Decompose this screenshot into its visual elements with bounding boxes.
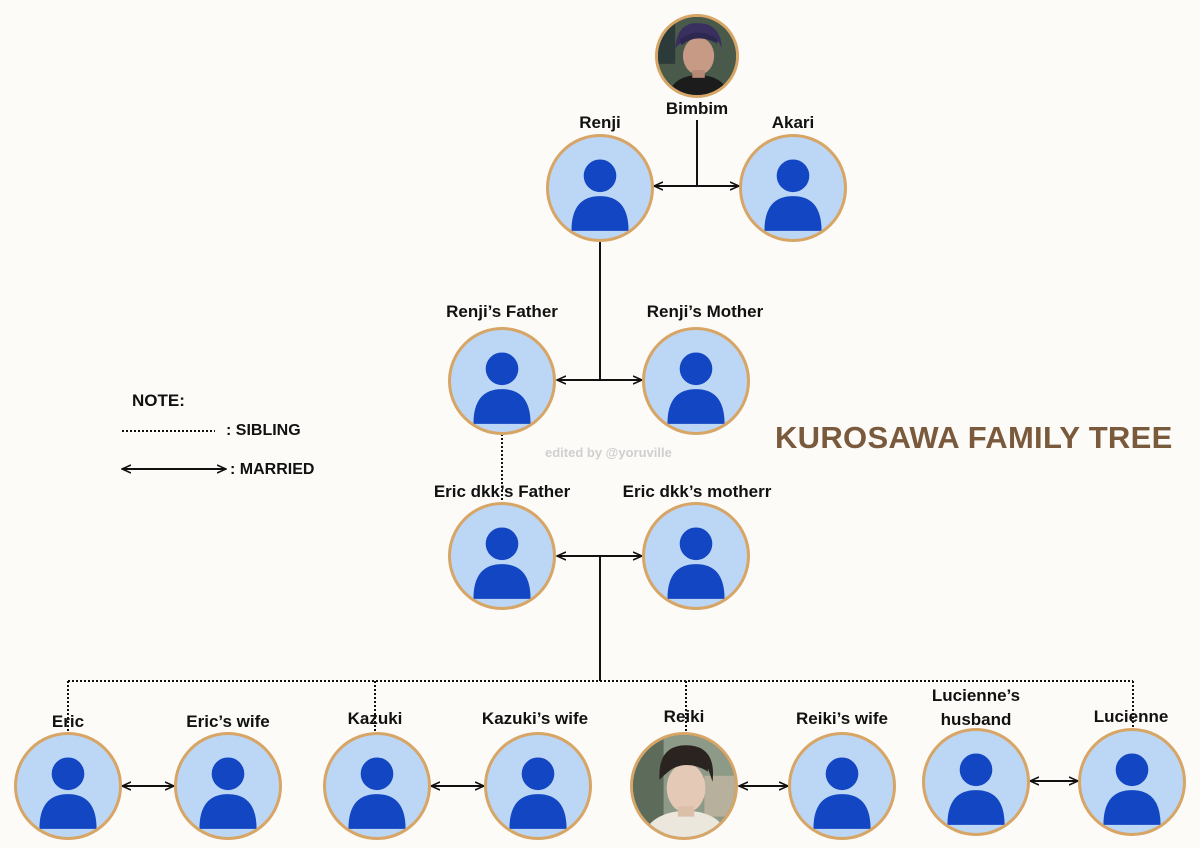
person-icon	[473, 527, 531, 599]
legend-heading: NOTE:	[132, 391, 185, 410]
avatar-renji-father	[448, 327, 556, 435]
avatar-eric-father	[448, 502, 556, 610]
avatar-bimbim	[655, 14, 739, 98]
credit-watermark: edited by @yoruville	[545, 445, 672, 460]
person-icon	[947, 753, 1005, 825]
label-reiki-wife: Reiki’s wife	[796, 709, 888, 728]
label-renji: Renji	[579, 113, 621, 132]
person-icon	[39, 757, 97, 829]
person-icon	[199, 757, 257, 829]
avatar-kazuki	[323, 732, 431, 840]
person-icon	[473, 352, 531, 424]
person-icon	[1103, 753, 1161, 825]
avatar-reiki	[630, 732, 738, 840]
person-icon	[348, 757, 406, 829]
label-renji-mother: Renji’s Mother	[646, 302, 764, 321]
avatar-eric-wife	[174, 732, 282, 840]
person-icon	[667, 527, 725, 599]
portrait-bimbim-icon	[658, 17, 736, 95]
avatar-lucienne	[1078, 728, 1186, 836]
person-icon	[813, 757, 871, 829]
avatar-renji-mother	[642, 327, 750, 435]
portrait-reiki-icon	[633, 735, 735, 837]
person-icon	[667, 352, 725, 424]
label-bimbim: Bimbim	[665, 99, 729, 118]
label-renji-father: Renji’s Father	[446, 302, 558, 321]
label-eric-father: Eric dkk’s Father	[433, 482, 571, 501]
avatar-renji	[546, 134, 654, 242]
person-icon	[764, 159, 822, 231]
label-kazuki: Kazuki	[347, 709, 403, 728]
person-icon	[571, 159, 629, 231]
label-eric-wife: Eric’s wife	[186, 712, 270, 731]
avatar-lucienne-husband	[922, 728, 1030, 836]
legend-sibling-label: : SIBLING	[226, 422, 301, 439]
label-lucienne: Lucienne	[1093, 707, 1169, 726]
avatar-reiki-wife	[788, 732, 896, 840]
legend-married-label: : MARRIED	[230, 461, 315, 478]
person-icon	[509, 757, 567, 829]
avatar-akari	[739, 134, 847, 242]
label-akari: Akari	[771, 113, 815, 132]
avatar-eric	[14, 732, 122, 840]
label-lucienne-husband: Lucienne’s husband	[931, 686, 1021, 729]
label-eric: Eric	[51, 712, 85, 731]
label-kazuki-wife: Kazuki’s wife	[481, 709, 589, 728]
label-eric-mother: Eric dkk’s motherr	[622, 482, 772, 501]
label-reiki: Reiki	[663, 707, 705, 726]
avatar-kazuki-wife	[484, 732, 592, 840]
avatar-eric-mother	[642, 502, 750, 610]
diagram-title: KUROSAWA FAMILY TREE	[775, 420, 1173, 455]
